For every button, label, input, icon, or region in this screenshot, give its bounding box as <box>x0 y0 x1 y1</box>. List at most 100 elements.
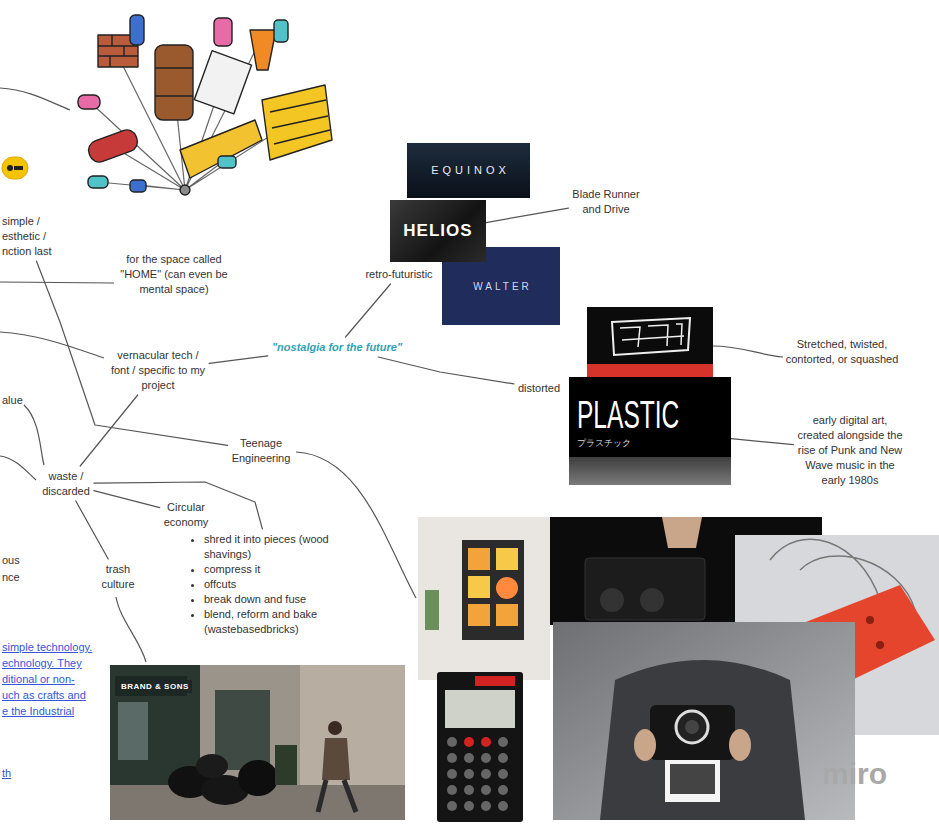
pocket-operator-photo <box>498 785 508 795</box>
poster-image: HELIOS <box>390 200 486 262</box>
product-photo <box>876 641 884 649</box>
poster-title: EQUINOX <box>427 163 510 178</box>
gadget-illustration <box>194 51 251 114</box>
leader-line <box>0 332 104 358</box>
gadget-illustration <box>274 20 288 42</box>
connector-line <box>346 284 391 337</box>
product-photo <box>600 588 624 612</box>
pocket-operator-photo <box>447 769 457 779</box>
pocket-operator-photo <box>498 737 508 747</box>
gadget-illustration <box>250 30 276 70</box>
watermark: miro <box>822 757 887 791</box>
gadget-illustration <box>155 45 193 120</box>
branch-label: "nostalgia for the future" <box>262 340 412 355</box>
leader-line <box>713 346 783 357</box>
branch-text: early digital art, created alongside the… <box>794 413 906 488</box>
gadget-illustration <box>180 120 262 178</box>
gadget-illustration <box>86 127 141 165</box>
branch-label: distorted <box>508 381 570 396</box>
product-photo <box>670 764 715 794</box>
branch-label: early digital art, created alongside the… <box>794 413 906 488</box>
street-photo <box>110 665 405 820</box>
link-text: simple technology. <box>2 640 92 655</box>
gadget-illustration <box>180 185 190 195</box>
branch-label: Blade Runner and Drive <box>566 187 646 217</box>
connector-line <box>80 395 138 466</box>
pocket-operator-photo <box>481 737 491 747</box>
key-icon <box>7 165 13 171</box>
pocket-operator-photo <box>464 769 474 779</box>
connector-line <box>94 491 160 508</box>
pocket-operator-photo <box>481 801 491 811</box>
link-text: ditional or non- <box>2 672 75 687</box>
street-photo <box>322 738 350 780</box>
product-photo <box>634 729 656 761</box>
poster-image: PLASTICプラスチック <box>569 377 731 485</box>
branch-label: trash culture <box>92 562 144 592</box>
product-photo <box>676 711 708 743</box>
poster-title: WALTER <box>470 279 532 294</box>
pocket-operator-photo <box>475 676 515 686</box>
gadget-illustration <box>130 15 144 45</box>
product-photo <box>553 622 855 820</box>
gadget-illustration <box>130 180 146 192</box>
connector-line <box>486 208 568 223</box>
cut-off-text: nce <box>2 570 20 585</box>
pocket-operator-photo <box>445 690 515 728</box>
poster-title: PLASTIC <box>577 391 668 437</box>
gadget-illustration <box>78 15 332 195</box>
leader-line <box>0 282 114 283</box>
bullet-item: blend, reform and bake (wastebasedbricks… <box>204 607 365 637</box>
pocket-operator-photo <box>447 737 508 811</box>
branch-text: Teenage Engineering <box>222 436 300 466</box>
branch-text: for the space called "HOME" (can even be… <box>118 252 230 297</box>
connector-line <box>76 501 108 559</box>
pocket-operator-photo <box>464 785 474 795</box>
branch-text: trash culture <box>92 562 144 592</box>
product-photo <box>468 576 490 598</box>
branch-text: vernacular tech / font / specific to my … <box>108 348 208 393</box>
leader-line <box>296 452 416 598</box>
pocket-operator-photo <box>447 801 457 811</box>
cut-off-text: alue <box>2 393 23 408</box>
product-photo <box>553 622 855 820</box>
shop-sign: BRAND & SONS <box>118 680 192 693</box>
pocket-operator-photo <box>447 737 457 747</box>
bullet-list: shred it into pieces (wood shavings)comp… <box>190 532 365 637</box>
pocket-operator-photo <box>437 672 523 822</box>
key-icon <box>2 157 28 179</box>
bullet-item: compress it <box>204 562 365 577</box>
branch-text: "nostalgia for the future" <box>262 340 412 355</box>
bullet-item: break down and fuse <box>204 592 365 607</box>
poster-title: プラスチック <box>577 437 723 449</box>
distorted-poster <box>587 307 713 377</box>
product-photo <box>662 517 702 548</box>
poster-title: HELIOS <box>403 221 472 241</box>
street-photo <box>118 702 148 760</box>
leader-line <box>116 597 146 662</box>
gadget-illustration <box>214 18 232 46</box>
link-text: echnology. They <box>2 656 82 671</box>
link-text: th <box>2 766 11 781</box>
gadget-illustration <box>155 68 193 96</box>
pocket-operator-photo <box>481 753 491 763</box>
branch-label: Teenage Engineering <box>222 436 300 466</box>
pocket-operator-photo <box>447 753 457 763</box>
product-photo <box>418 517 550 680</box>
branch-label: waste / discarded <box>34 469 98 499</box>
pocket-operator-photo <box>498 769 508 779</box>
pocket-operator-photo <box>447 785 457 795</box>
branch-text: Stretched, twisted, contorted, or squash… <box>782 337 902 367</box>
branch-text: retro-futuristic <box>352 267 446 282</box>
street-photo <box>328 721 342 735</box>
street-photo <box>318 780 356 812</box>
product-photo <box>496 577 518 599</box>
product-photo <box>640 588 664 612</box>
street-photo <box>238 760 278 796</box>
leader-line <box>0 88 783 662</box>
branch-text: Circular economy <box>150 500 222 530</box>
street-photo <box>196 754 228 778</box>
